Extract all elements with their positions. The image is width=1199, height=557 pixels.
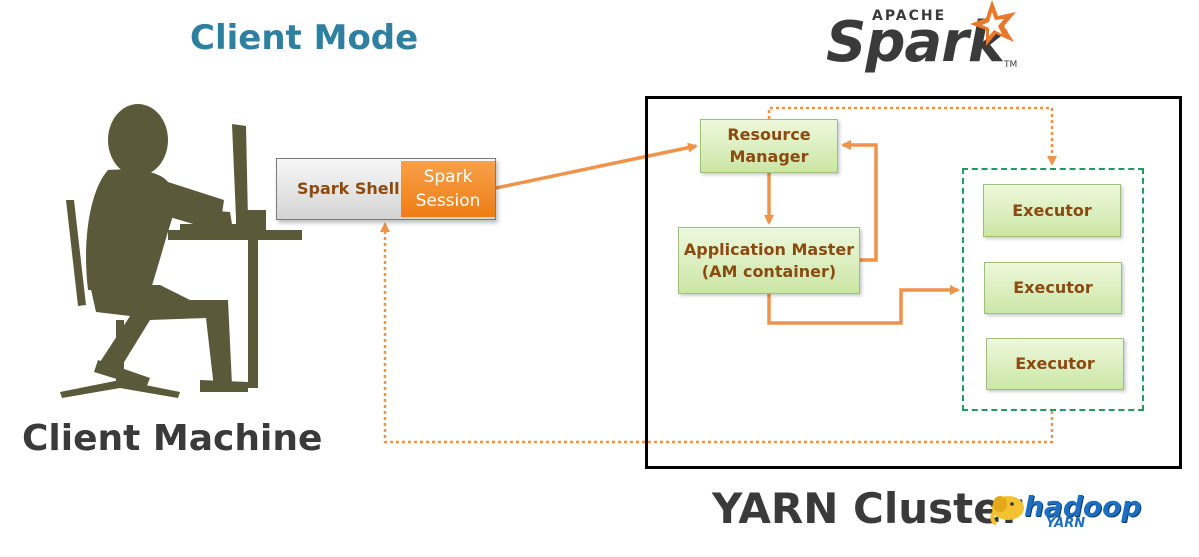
spark-shell-label: Spark Shell [297, 179, 400, 198]
spark-shell-box: Spark Shell Spark Session [276, 158, 496, 220]
arrow-rm-to-executor-group [767, 106, 1057, 166]
executor-node: Executor [983, 184, 1121, 237]
spark-logo-tm: TM [1004, 60, 1018, 70]
spark-session: Spark Session [401, 161, 495, 217]
hadoop-logo-yarn: YARN [1046, 516, 1086, 531]
spark-logo: Spark APACHE TM [826, 0, 1036, 80]
hadoop-yarn-logo: hadoop YARN [988, 488, 1142, 536]
resource-manager-label: Resource Manager [727, 125, 811, 166]
executor-label: Executor [1015, 354, 1095, 373]
executor-node: Executor [986, 338, 1124, 390]
spark-star-icon [970, 0, 1016, 46]
resource-manager-node: Resource Manager [700, 119, 838, 173]
client-person-icon [60, 104, 302, 398]
arrow-session-to-rm [495, 142, 698, 190]
spark-logo-apache: APACHE [872, 8, 947, 24]
application-master-node: Application Master (AM container) [678, 227, 860, 294]
spark-session-label: Spark Session [415, 167, 481, 211]
executor-label: Executor [1012, 200, 1092, 220]
hadoop-logo-word: hadoop [1024, 490, 1142, 523]
elephant-icon [990, 496, 1024, 526]
executor-label: Executor [1013, 278, 1093, 297]
spark-logo-word: Spark [826, 10, 1005, 75]
arrow-am-to-rm [841, 140, 878, 262]
arrow-am-to-executors [767, 285, 960, 325]
application-master-label: Application Master (AM container) [683, 239, 855, 281]
arrow-executors-to-driver [380, 222, 1054, 444]
client-machine-label: Client Machine [22, 418, 323, 459]
yarn-cluster-box [645, 96, 1182, 469]
page-title: Client Mode [190, 18, 419, 58]
executor-group [962, 168, 1144, 411]
yarn-cluster-label: YARN Cluster [712, 484, 1023, 533]
executor-node: Executor [984, 262, 1122, 314]
